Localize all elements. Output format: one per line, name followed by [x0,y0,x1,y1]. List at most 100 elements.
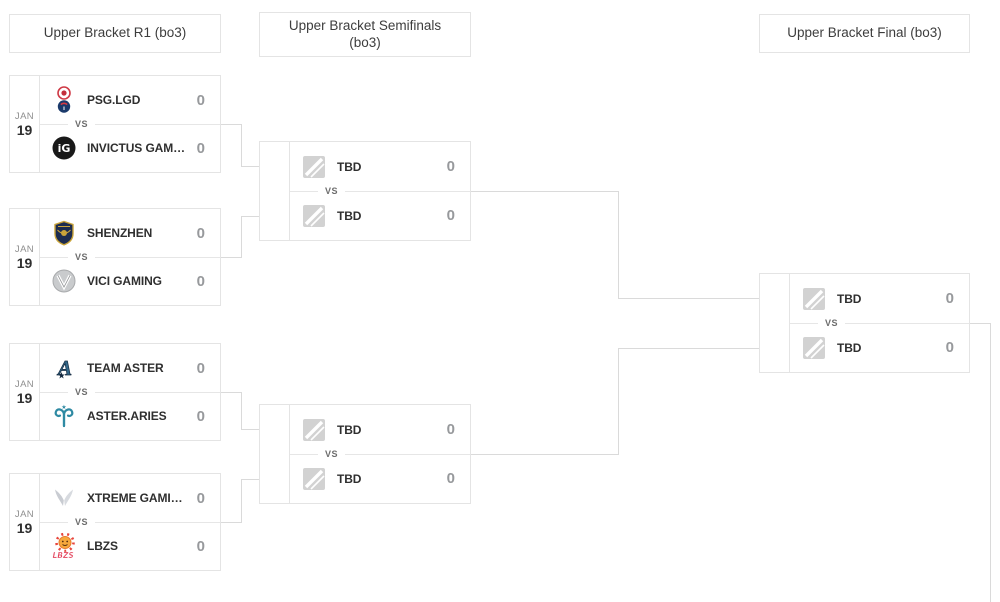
header-label: Upper Bracket R1 (bo3) [43,25,187,41]
team-name: XTREME GAMI… [87,491,183,505]
tbd-placeholder-icon [300,418,328,442]
match-date-day: 19 [16,254,33,271]
team-row-tbd[interactable]: TBD 0 [290,142,470,191]
team-score: 0 [196,407,205,425]
match-date-month: JAN [14,110,35,122]
team-score: 0 [196,272,205,290]
match-date-empty [260,405,290,503]
bracket-connector [221,522,241,523]
bracket-connector [221,257,241,258]
bracket-connector [618,348,619,455]
match-teams: A ★ TEAM ASTER 0 VS ★ ASTER.AR [40,344,220,440]
psg-lgd-logo [50,86,78,114]
team-row-tbd[interactable]: TBD 0 [290,191,470,240]
bracket-connector [471,191,618,192]
vs-divider: VS [290,448,470,461]
vs-divider: VS [40,251,220,264]
match-ub-r1-1: JAN 19 PSG.LGD 0 VS [9,75,221,173]
team-name: VICI GAMING [87,274,162,288]
team-score: 0 [446,470,455,487]
header-label: Upper Bracket Final (bo3) [787,25,942,41]
bracket-connector [618,191,619,299]
team-score: 0 [196,359,205,377]
match-date: JAN 19 [10,474,40,570]
team-row-vici-gaming[interactable]: VICI GAMING 0 [40,257,220,305]
team-score: 0 [196,91,205,109]
match-teams: PSG.LGD 0 VS iG INVICTUS GAM… 0 [40,76,220,172]
team-score: 0 [196,139,205,157]
bracket-connector [241,216,242,258]
bracket-connector [618,348,759,349]
match-date-day: 19 [16,121,33,138]
team-name: LBZS [87,539,118,553]
match-teams: TBD 0 VS TBD 0 [290,142,470,240]
tbd-placeholder-icon [800,287,828,311]
team-score: 0 [446,158,455,175]
bracket-connector [241,429,259,430]
team-name: INVICTUS GAM… [87,141,186,155]
bracket-connector [221,124,241,125]
match-date-month: JAN [14,243,35,255]
match-ub-sf-1: TBD 0 VS TBD 0 [259,141,471,241]
team-row-shenzhen[interactable]: SHENZHEN 0 [40,209,220,257]
match-ub-r1-3: JAN 19 A ★ TEAM ASTER 0 VS ★ [9,343,221,441]
svg-text:A: A [56,356,72,380]
team-row-tbd[interactable]: TBD 0 [290,454,470,503]
match-date-empty [760,274,790,372]
bracket-connector [970,323,991,324]
team-aster-logo: A ★ [50,355,78,381]
header-upper-bracket-final: Upper Bracket Final (bo3) [759,14,970,53]
shenzhen-logo [50,220,78,246]
vs-divider: VS [40,118,220,131]
header-upper-bracket-semifinals: Upper Bracket Semifinals (bo3) [259,12,471,57]
team-name: PSG.LGD [87,93,141,107]
team-name: TBD [337,471,362,486]
match-date-empty [260,142,290,240]
aster-aries-logo: ★ [50,403,78,429]
team-row-tbd[interactable]: TBD 0 [790,323,969,372]
team-row-invictus-gaming[interactable]: iG INVICTUS GAM… 0 [40,124,220,172]
match-date-day: 19 [16,519,33,536]
match-date-month: JAN [14,508,35,520]
team-row-tbd[interactable]: TBD 0 [290,405,470,454]
vs-divider: VS [790,317,969,330]
team-row-xtreme-gaming[interactable]: XTREME GAMI… 0 [40,474,220,522]
match-ub-r1-2: JAN 19 SHENZHEN 0 VS [9,208,221,306]
vs-label: VS [318,185,346,198]
vs-divider: VS [40,386,220,399]
team-row-psg-lgd[interactable]: PSG.LGD 0 [40,76,220,124]
match-teams: TBD 0 VS TBD 0 [790,274,969,372]
match-teams: XTREME GAMI… 0 VS LBZS LBZS [40,474,220,570]
team-score: 0 [196,224,205,242]
team-score: 0 [945,290,954,307]
team-row-aster-aries[interactable]: ★ ASTER.ARIES 0 [40,392,220,440]
team-row-tbd[interactable]: TBD 0 [790,274,969,323]
team-row-lbzs[interactable]: LBZS LBZS 0 [40,522,220,570]
team-row-team-aster[interactable]: A ★ TEAM ASTER 0 [40,344,220,392]
vs-label: VS [318,448,346,461]
bracket-connector [241,392,242,430]
vs-divider: VS [290,185,470,198]
bracket-connector [241,216,259,217]
team-name: TBD [337,208,362,223]
bracket-connector [221,392,241,393]
team-name: TBD [337,422,362,437]
match-ub-final: TBD 0 VS TBD 0 [759,273,970,373]
team-score: 0 [446,207,455,224]
tbd-placeholder-icon [300,204,328,228]
bracket-connector [471,454,618,455]
vs-label: VS [68,516,96,529]
match-ub-sf-2: TBD 0 VS TBD 0 [259,404,471,504]
tbd-placeholder-icon [300,467,328,491]
team-name: ASTER.ARIES [87,409,167,423]
bracket-connector [241,479,259,480]
team-name: SHENZHEN [87,226,153,240]
team-score: 0 [446,421,455,438]
team-score: 0 [945,339,954,356]
match-date: JAN 19 [10,344,40,440]
match-date-day: 19 [16,389,33,406]
lbzs-logo: LBZS [50,532,78,560]
team-name: TBD [837,291,862,306]
vs-label: VS [68,118,96,131]
